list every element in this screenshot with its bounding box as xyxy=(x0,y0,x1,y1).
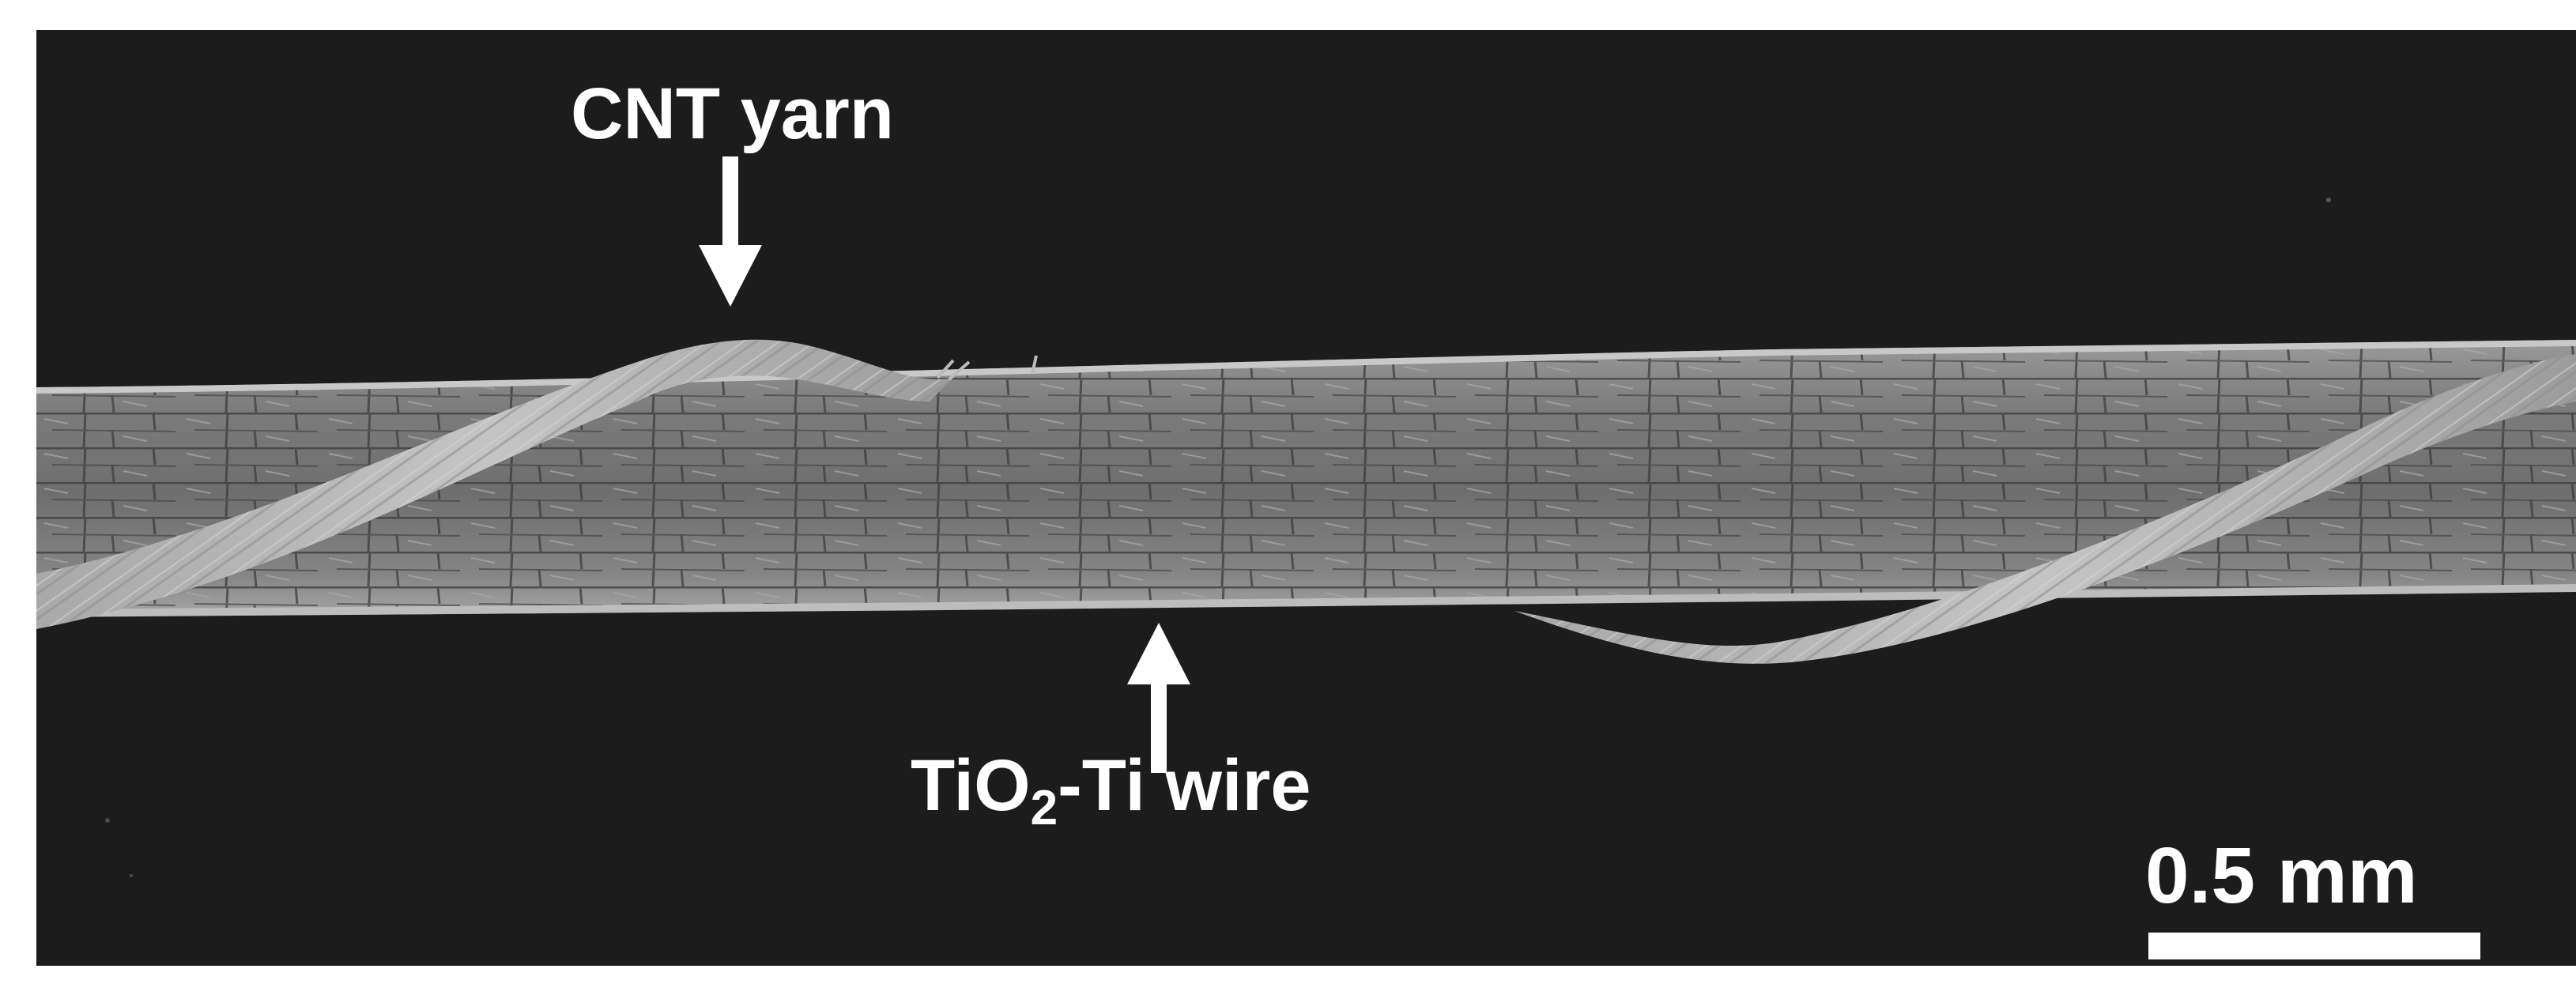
sem-image-frame: CNT yarn TiO2-Ti wire 0.5 mm xyxy=(36,30,2576,966)
dust-speck xyxy=(130,874,133,877)
wire-crack-texture xyxy=(36,340,2576,616)
dust-speck xyxy=(105,818,110,823)
cnt-yarn-label: CNT yarn xyxy=(571,73,894,154)
scale-value: 0.5 xyxy=(2145,831,2256,920)
tio2-ti-wire-label: TiO2-Ti wire xyxy=(911,749,1311,833)
wire-top-edge xyxy=(36,340,2576,394)
cnt-yarn-arrow xyxy=(699,156,762,307)
scale-unit: mm xyxy=(2276,831,2418,920)
cnt-yarn-right-strands xyxy=(1514,354,2576,664)
dust-speck xyxy=(2326,198,2331,202)
loose-fibers xyxy=(936,355,1038,381)
tio2-subscript: 2 xyxy=(1030,781,1058,835)
scale-bar xyxy=(2148,933,2480,959)
wire-bottom-edge xyxy=(36,584,2576,617)
tio2-ti-wire-arrow xyxy=(1127,623,1190,773)
tio2-prefix: TiO xyxy=(911,745,1031,826)
scale-bar-label: 0.5 mm xyxy=(2145,836,2418,915)
tio2-suffix: -Ti wire xyxy=(1058,745,1311,826)
sem-micrograph xyxy=(36,156,2576,877)
cnt-yarn-left-strands xyxy=(36,339,953,629)
